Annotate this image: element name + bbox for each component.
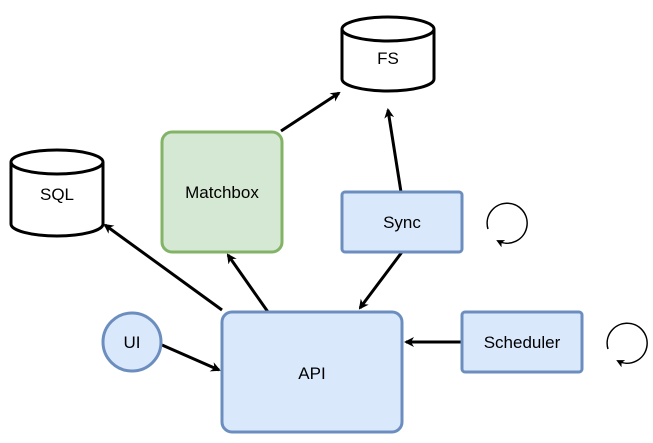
edge-ui-to-api [161, 343, 221, 372]
fs-cylinder-top [340, 15, 436, 43]
sync-loop-icon [486, 202, 528, 248]
fs-node: FS [340, 15, 436, 93]
edge-sync-to-api [358, 251, 404, 310]
api-box [220, 310, 404, 434]
edge-sync-to-fs [384, 108, 403, 193]
ui-label: UI [124, 333, 141, 352]
fs-label: FS [377, 49, 399, 68]
sql-node: SQL [9, 148, 105, 238]
scheduler-node: Scheduler [460, 310, 584, 374]
scheduler-box [460, 310, 584, 374]
edge-api-to-matchbox [226, 253, 270, 313]
edge-api-to-sql [103, 223, 223, 312]
sql-cylinder-top [9, 148, 105, 176]
matchbox-node: Matchbox [160, 130, 284, 254]
scheduler-label: Scheduler [484, 333, 561, 352]
fs-cylinder-body [340, 29, 436, 93]
sync-box [340, 190, 464, 254]
scheduler-loop-arc [606, 322, 648, 368]
sync-loop-arc [486, 202, 528, 248]
sync-label: Sync [383, 213, 421, 232]
edge-matchbox-to-fs [280, 91, 341, 133]
ui-node: UI [101, 311, 163, 373]
sql-cylinder-body [9, 162, 105, 238]
matchbox-label: Matchbox [185, 183, 259, 202]
edges [103, 91, 462, 372]
matchbox-box [160, 130, 284, 254]
sql-label: SQL [40, 185, 74, 204]
sync-node: Sync [340, 190, 464, 254]
scheduler-loop-icon [606, 322, 648, 368]
api-node: API [220, 310, 404, 434]
ui-circle [101, 311, 163, 373]
api-label: API [298, 364, 325, 383]
